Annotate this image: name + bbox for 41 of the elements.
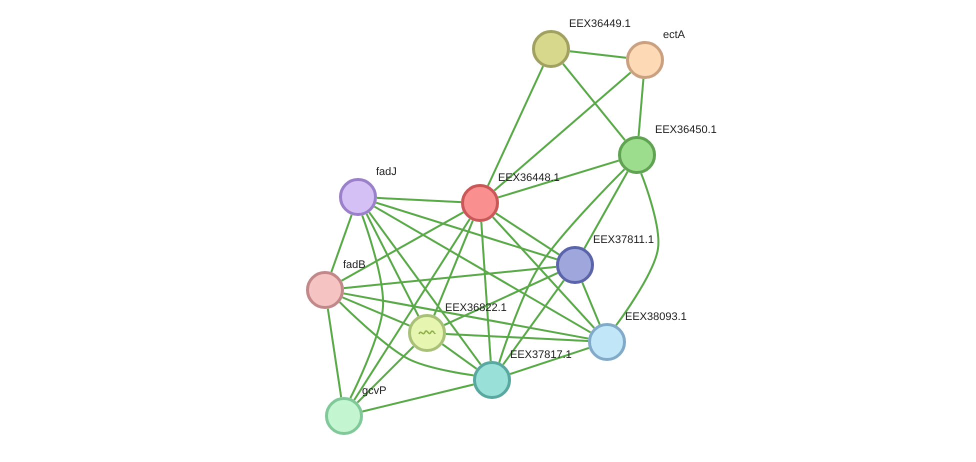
protein-label: fadB — [342, 259, 367, 272]
interaction-line — [502, 280, 565, 366]
interaction-line — [376, 196, 462, 204]
protein-label: EEX37811.1 — [592, 234, 655, 247]
interaction-line — [444, 272, 558, 326]
interaction-line — [494, 72, 632, 192]
interaction-line — [583, 171, 629, 249]
protein-label: EEX38093.1 — [624, 311, 688, 324]
interaction-line — [349, 215, 384, 399]
interaction-line — [376, 202, 558, 260]
protein-label: fadJ — [375, 166, 398, 179]
interaction-line — [344, 292, 588, 340]
interaction-line — [356, 346, 414, 404]
interaction-line — [498, 168, 626, 363]
interaction-line — [581, 282, 601, 325]
interaction-line — [498, 160, 620, 198]
interaction-line — [344, 266, 556, 290]
interaction-line — [368, 212, 482, 366]
interaction-line — [338, 301, 474, 376]
interaction-line — [446, 332, 588, 342]
interaction-line — [433, 220, 474, 316]
interaction-line — [480, 222, 492, 362]
interaction-line — [342, 296, 410, 327]
interaction-line — [487, 66, 544, 186]
interaction-line — [326, 308, 342, 398]
interaction-line — [615, 173, 660, 326]
interaction-line — [374, 206, 592, 334]
interaction-line — [366, 214, 420, 316]
protein-label: EEX36449.1 — [568, 18, 632, 31]
interaction-line — [562, 63, 626, 141]
interaction-line — [353, 218, 471, 401]
interaction-line — [442, 343, 478, 370]
interaction-line — [492, 216, 595, 329]
interaction-line — [570, 50, 626, 59]
protein-label: EEX36450.1 — [654, 124, 718, 137]
interaction-line — [495, 212, 560, 256]
interaction-line — [341, 211, 464, 282]
interaction-line — [638, 78, 644, 136]
interaction-line — [362, 384, 474, 412]
protein-label: ectA — [662, 29, 686, 42]
interaction-line — [330, 214, 353, 272]
